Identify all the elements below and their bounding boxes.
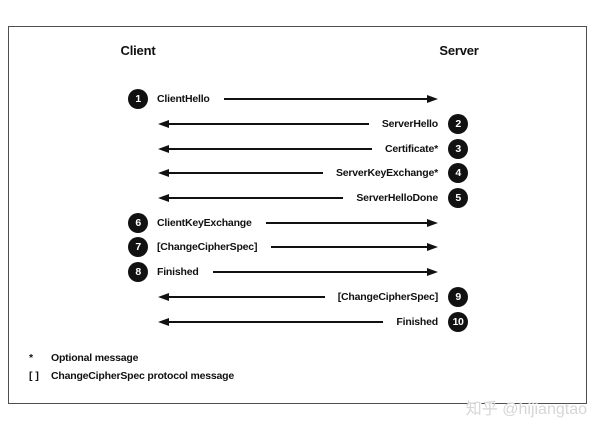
arrow-right — [223, 95, 438, 104]
arrow-line — [265, 221, 427, 224]
arrow-line — [169, 172, 323, 175]
arrow-right — [271, 243, 438, 252]
message-row: 7 [ChangeCipherSpec] — [128, 235, 468, 260]
step-badge: 6 — [128, 212, 148, 233]
arrow-line — [169, 320, 384, 323]
watermark-text: 知乎 @hijiangtao — [465, 401, 587, 418]
arrow-left — [158, 292, 325, 301]
step-badge: 7 — [128, 237, 148, 258]
message-label: Certificate* — [384, 142, 438, 155]
message-label: ServerHelloDone — [356, 192, 438, 205]
arrow-left — [158, 317, 384, 326]
message-row: ServerHello 2 — [128, 112, 468, 137]
message-label: Finished — [157, 266, 199, 279]
arrowhead-left-icon — [158, 317, 169, 326]
arrow-left — [158, 120, 369, 129]
legend: * Optional message [ ] ChangeCipherSpec … — [29, 349, 234, 385]
arrow-line — [223, 98, 427, 101]
arrowhead-left-icon — [158, 169, 169, 178]
message-label: ClientHello — [157, 93, 210, 106]
arrow-line — [271, 246, 427, 249]
step-badge: 10 — [448, 311, 468, 332]
message-row: Certificate* 3 — [128, 136, 468, 161]
message-label: [ChangeCipherSpec] — [157, 241, 258, 254]
message-row: 1 ClientHello — [128, 87, 468, 112]
step-badge: 8 — [128, 262, 148, 283]
step-badge: 5 — [448, 188, 468, 209]
message-row: ServerKeyExchange* 4 — [128, 161, 468, 186]
arrow-left — [158, 144, 372, 153]
message-label: Finished — [396, 315, 438, 328]
legend-symbol: [ ] — [29, 370, 39, 382]
arrow-right — [265, 218, 438, 227]
message-label: ServerKeyExchange* — [335, 167, 438, 180]
step-badge: 4 — [448, 163, 468, 184]
arrowhead-left-icon — [158, 120, 169, 129]
arrowhead-right-icon — [427, 268, 438, 277]
message-row: [ChangeCipherSpec] 9 — [128, 285, 468, 310]
legend-item: * Optional message — [29, 349, 234, 367]
message-label: ServerHello — [381, 118, 438, 131]
arrow-line — [212, 271, 427, 274]
step-badge: 9 — [448, 286, 468, 307]
arrow-left — [158, 169, 323, 178]
step-badge: 3 — [448, 138, 468, 159]
arrow-line — [169, 295, 325, 298]
step-badge: 1 — [128, 89, 148, 110]
client-label: Client — [120, 43, 156, 58]
arrowhead-left-icon — [158, 144, 169, 153]
message-row: ServerHelloDone 5 — [128, 186, 468, 211]
arrowhead-right-icon — [427, 95, 438, 104]
legend-text: ChangeCipherSpec protocol message — [51, 370, 235, 382]
message-row: 8 Finished — [128, 260, 468, 285]
arrow-line — [169, 123, 369, 126]
step-badge: 2 — [448, 114, 468, 135]
arrowhead-left-icon — [158, 194, 169, 203]
message-label: [ChangeCipherSpec] — [337, 290, 438, 303]
arrowhead-right-icon — [427, 243, 438, 252]
arrow-left — [158, 194, 344, 203]
arrow-line — [169, 147, 372, 150]
arrowhead-right-icon — [427, 218, 438, 227]
message-rows: 1 ClientHello ServerHello 2 Certificate*… — [128, 87, 468, 334]
legend-item: [ ] ChangeCipherSpec protocol message — [29, 367, 234, 385]
diagram-frame: Client Server 1 ClientHello ServerHello … — [8, 26, 587, 404]
arrow-line — [169, 197, 344, 200]
server-label: Server — [439, 43, 479, 58]
message-row: 6 ClientKeyExchange — [128, 210, 468, 235]
legend-text: Optional message — [51, 352, 139, 364]
arrow-right — [212, 268, 438, 277]
message-label: ClientKeyExchange — [157, 216, 252, 229]
arrowhead-left-icon — [158, 292, 169, 301]
message-row: Finished 10 — [128, 309, 468, 334]
legend-symbol: * — [29, 352, 34, 364]
